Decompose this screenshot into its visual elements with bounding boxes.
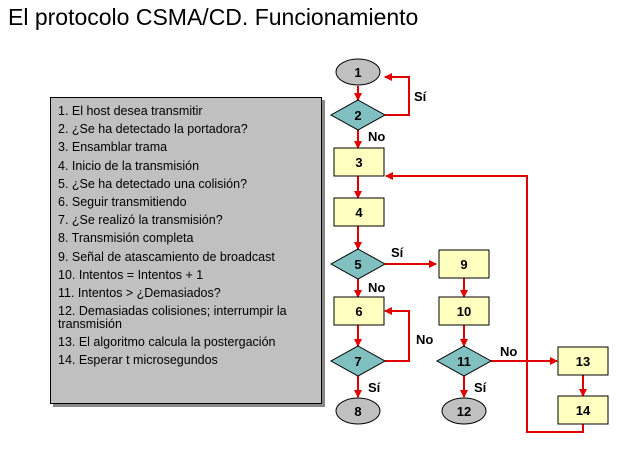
node-9-label: 9 xyxy=(460,257,467,272)
legend-item-9: 9. Señal de atascamiento de broadcast xyxy=(58,249,275,264)
node-1 xyxy=(335,58,381,86)
arrow-7-6 xyxy=(384,307,410,362)
node-2 xyxy=(329,99,387,131)
legend-item-1: 1. El host desea transmitir xyxy=(58,104,203,118)
node-2-label: 2 xyxy=(354,108,361,123)
node-5-label: 5 xyxy=(354,257,361,272)
node-7 xyxy=(329,345,387,377)
node-10-label: 10 xyxy=(457,304,471,319)
node-3 xyxy=(333,147,385,177)
node-6-label: 6 xyxy=(355,304,362,319)
node-4-label: 4 xyxy=(355,205,363,220)
arrow-14-3 xyxy=(385,172,584,433)
node-8 xyxy=(335,397,381,425)
node-13-label: 13 xyxy=(576,354,590,369)
node-7-label: 7 xyxy=(354,354,361,369)
node-4 xyxy=(333,197,385,227)
node-14 xyxy=(557,395,609,425)
node-8-label: 8 xyxy=(354,404,361,419)
legend-item-5: 5. ¿Se ha detectado una colisión? xyxy=(58,176,248,191)
node-10 xyxy=(438,296,490,326)
edge-label-5-si: Sí xyxy=(391,245,404,260)
legend-item-8: 8. Transmisión completa xyxy=(58,231,194,246)
legend-item-4: 4. Inicio de la transmisión xyxy=(58,158,200,173)
node-11-label: 11 xyxy=(457,354,471,369)
node-9 xyxy=(438,249,490,279)
edge-label-2-no: No xyxy=(368,129,385,144)
legend-item-2: 2. ¿Se ha detectado la portadora? xyxy=(58,122,248,137)
node-14-label: 14 xyxy=(576,403,591,418)
node-13 xyxy=(557,346,609,376)
edge-label-5-no: No xyxy=(368,280,385,295)
edge-label-11-si: Sí xyxy=(474,380,487,395)
edge-label-7-si: Sí xyxy=(368,380,381,395)
node-12-label: 12 xyxy=(457,404,471,419)
legend-item-13: 13. El algoritmo calcula la postergación xyxy=(58,335,276,350)
legend-item-3: 3. Ensamblar trama xyxy=(58,140,168,155)
legend-item-6: 6. Seguir transmitiendo xyxy=(58,195,187,210)
arrow-2-loop xyxy=(384,73,410,116)
edge-label-2-si: Sí xyxy=(414,89,427,104)
node-3-label: 3 xyxy=(355,155,362,170)
legend-item-11: 11. Intentos > ¿Demasiados? xyxy=(58,286,221,301)
legend-item-12: 12. Demasiadas colisiones; interrumpir l… xyxy=(58,304,287,332)
node-12 xyxy=(441,397,487,425)
edge-label-7-no: No xyxy=(416,332,433,347)
node-11 xyxy=(435,345,493,377)
node-1-label: 1 xyxy=(354,65,361,80)
legend-item-14: 14. Esperar t microsegundos xyxy=(58,353,218,368)
legend-panel: 1. El host desea transmitir 2. ¿Se ha de… xyxy=(50,97,322,404)
legend-item-10: 10. Intentos = Intentos + 1 xyxy=(58,267,204,282)
node-6 xyxy=(333,296,385,326)
legend-item-7: 7. ¿Se realizó la transmisión? xyxy=(58,213,223,228)
page-title: El protocolo CSMA/CD. Funcionamiento xyxy=(8,4,419,30)
edge-label-11-no: No xyxy=(500,344,517,359)
node-5 xyxy=(329,248,387,280)
